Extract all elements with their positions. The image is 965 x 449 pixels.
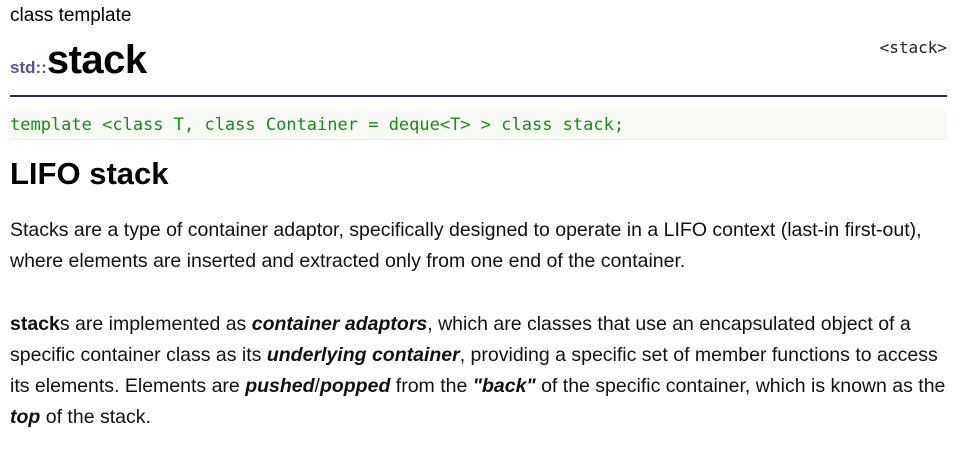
namespace-separator: :: (35, 58, 47, 77)
text-segment: s are implemented as (59, 313, 252, 335)
namespace-label: std:: (10, 58, 47, 78)
text-segment: of the stack. (40, 406, 151, 428)
text-segment: , providing a specific set of member fun… (10, 344, 938, 397)
text-segment: from the (390, 375, 473, 397)
term-stack: stack (10, 313, 60, 335)
section-title: LIFO stack (10, 156, 169, 191)
namespace-name: std (10, 58, 36, 77)
page-title: std::stack (10, 38, 147, 90)
description-paragraph-2: stacks are implemented as container adap… (10, 309, 955, 433)
term-underlying-container: underlying container (266, 344, 460, 366)
term-popped: popped (319, 375, 391, 397)
declaration-code: template <class T, class Container = deq… (10, 110, 947, 140)
title-divider (10, 95, 947, 97)
term-back: "back" (472, 375, 536, 397)
text-segment: of the specific container, which is know… (535, 375, 946, 397)
term-top: top (10, 406, 41, 428)
entity-kind-label: class template (10, 5, 132, 26)
text-segment: / (314, 375, 320, 397)
header-include-link[interactable]: <stack> (879, 38, 947, 57)
term-pushed: pushed (245, 375, 315, 397)
text-segment: , which are classes that use an encapsul… (10, 313, 911, 366)
term-container-adaptors: container adaptors (251, 313, 428, 335)
description-paragraph-1: Stacks are a type of container adaptor, … (10, 219, 922, 272)
class-name: stack (46, 38, 147, 82)
